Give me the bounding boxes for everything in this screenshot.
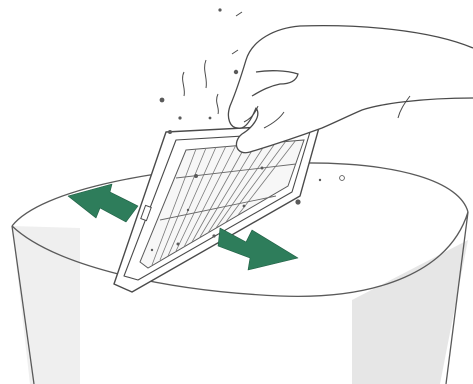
dust-ring xyxy=(340,176,345,181)
bin-inner-wall-left xyxy=(12,226,80,384)
hand-icon xyxy=(228,26,473,153)
arrow-left-icon xyxy=(68,184,138,222)
arrow-right-icon xyxy=(218,228,298,270)
filter-frame-icon xyxy=(114,124,320,292)
bin-inner-wall-right xyxy=(352,240,468,384)
